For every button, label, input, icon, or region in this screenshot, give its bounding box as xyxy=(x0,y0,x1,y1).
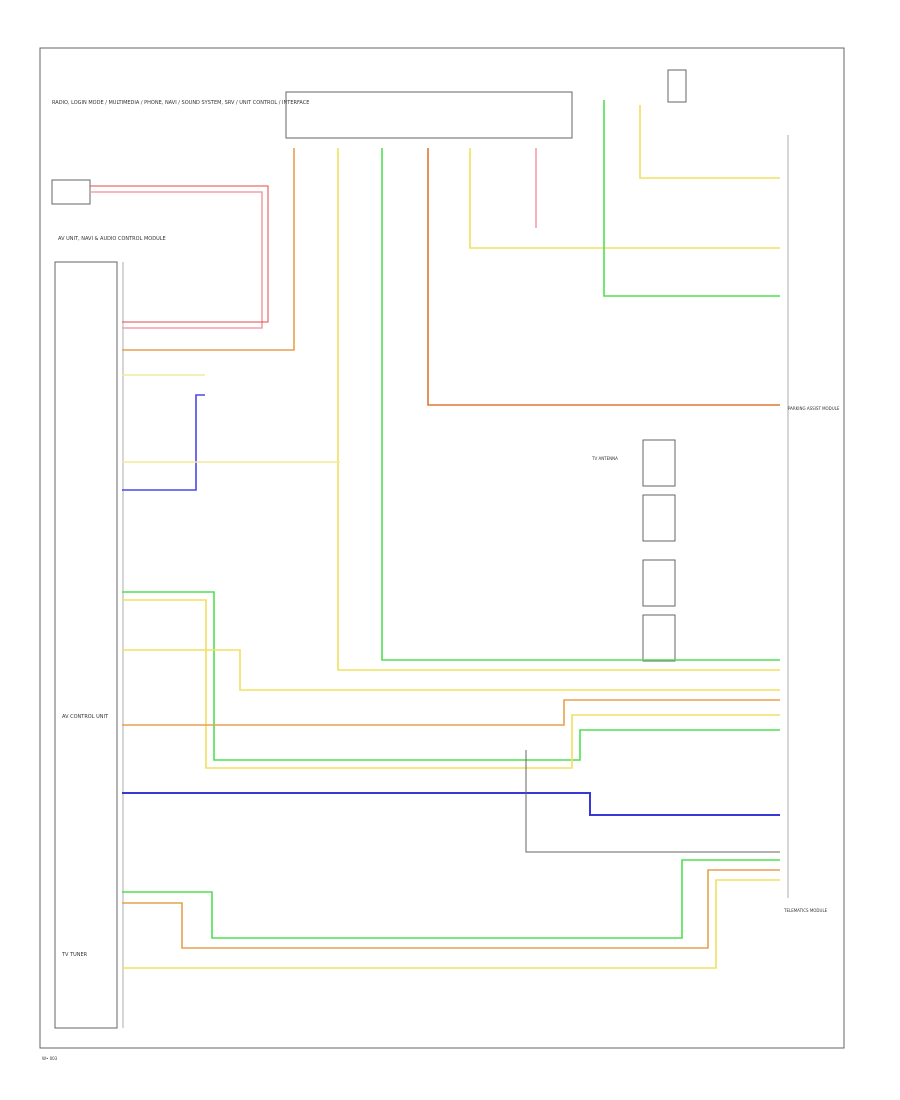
wire-yellow-lower xyxy=(122,599,780,769)
top-right-relay-box xyxy=(667,69,687,103)
antenna-box-3 xyxy=(642,559,676,607)
wire-pink-loop xyxy=(90,191,263,329)
wire-orange-bottom xyxy=(122,869,780,949)
wire-blue-upper xyxy=(122,394,205,491)
left-module-box xyxy=(54,261,118,1029)
wire-gray-752 xyxy=(525,750,780,853)
wire-orange-long xyxy=(427,148,780,406)
wire-red-loop xyxy=(90,185,269,323)
top-left-component-box xyxy=(51,179,91,205)
wire-orange-725 xyxy=(122,699,780,726)
wire-yellow-bottom xyxy=(122,879,780,969)
wire-yellow-vertical xyxy=(337,148,780,671)
wire-yellow-top-right xyxy=(469,148,780,249)
telematics-module-label: TELEMATICS MODULE xyxy=(783,908,828,913)
wire-blue-lower xyxy=(122,792,780,816)
diagram-frame xyxy=(39,47,845,1049)
wire-green-lower xyxy=(122,591,780,761)
antenna-box-2 xyxy=(642,494,676,542)
antenna-box-1 xyxy=(642,439,676,487)
top-fuse-block xyxy=(285,91,573,139)
footer-code: W• 003 xyxy=(42,1056,58,1061)
connector-a-label: AV CONTROL UNIT xyxy=(62,714,109,720)
antenna-box-4 xyxy=(642,614,676,662)
top-left-component-label: RADIO, LOGIN MODE / MULTIMEDIA / PHONE, … xyxy=(52,100,309,106)
wire-group xyxy=(90,100,780,969)
tv-antenna-label: TV ANTENNA xyxy=(591,456,618,461)
wire-green-top-right xyxy=(603,100,780,297)
wire-green-vertical xyxy=(381,148,780,661)
wire-orange-top xyxy=(122,148,295,351)
right-module-label: PARKING ASSIST MODULE xyxy=(788,406,840,411)
left-module-label: AV UNIT, NAVI & AUDIO CONTROL MODULE xyxy=(58,236,166,242)
connector-b-label: TV TUNER xyxy=(61,952,88,958)
wire-yellow-relay xyxy=(639,105,780,179)
wire-green-bottom xyxy=(122,859,780,939)
wire-yellow-650 xyxy=(122,649,780,691)
